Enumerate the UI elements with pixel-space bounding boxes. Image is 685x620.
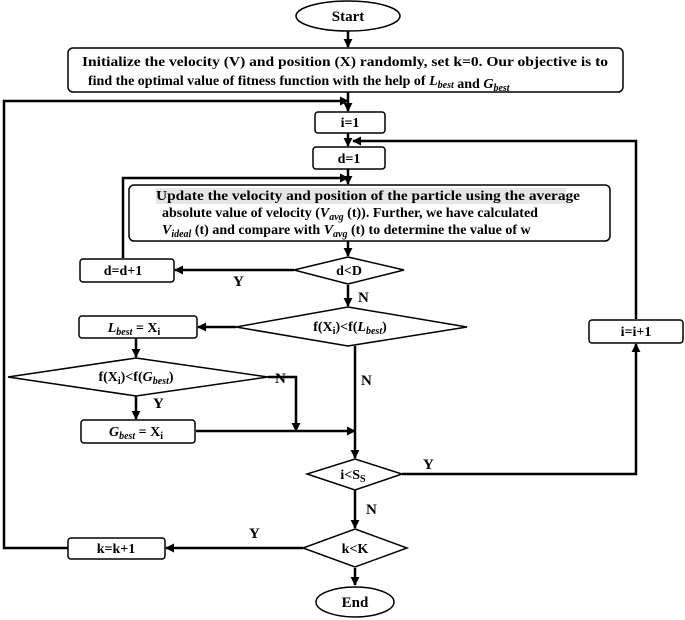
g-cond-node: f(Xi)<f(Gbest) <box>7 357 269 397</box>
init-line2: find the optimal value of fitness functi… <box>88 74 511 94</box>
i-cond-node: i<SS <box>304 458 405 491</box>
label-g-no: N <box>275 371 286 387</box>
label-f-no: N <box>361 373 372 389</box>
i-init-label: i=1 <box>341 116 360 131</box>
gbest-assign-node: Gbest = Xi <box>80 419 196 444</box>
i-inc-label: i=i+1 <box>621 325 652 340</box>
lbest-assign-label: Lbest = Xi <box>107 321 161 338</box>
end-label: End <box>342 595 369 611</box>
d-init-label: d=1 <box>338 152 361 167</box>
k-inc-node: k=k+1 <box>67 537 166 560</box>
edge-dinc-loop <box>121 173 349 258</box>
label-d-yes: Y <box>233 274 244 290</box>
edge-labels: Y N N Y N Y N Y <box>153 274 434 542</box>
i-inc-node: i=i+1 <box>588 319 684 344</box>
update-line3: Videal (t) and compare with Vavg (t) to … <box>162 223 531 240</box>
d-inc-node: d=d+1 <box>79 258 175 283</box>
k-inc-label: k=k+1 <box>97 542 136 557</box>
i-cond-label: i<SS <box>340 468 366 485</box>
update-line2: absolute value of velocity (Vavg (t)). F… <box>162 206 538 223</box>
label-k-yes: Y <box>249 526 260 542</box>
end-node: End <box>315 586 395 618</box>
lbest-assign-node: Lbest = Xi <box>78 315 198 339</box>
edge-kinc-loop <box>2 96 349 550</box>
edges <box>2 31 641 586</box>
gbest-assign-label: Gbest = Xi <box>109 425 163 442</box>
start-node: Start <box>295 0 401 32</box>
update-highlight <box>156 188 566 204</box>
label-d-no: N <box>358 290 369 306</box>
update-node: Update the velocity and position of the … <box>128 184 611 242</box>
d-cond-label: d<D <box>336 264 362 279</box>
update-line1: Update the velocity and position of the … <box>156 189 580 204</box>
init-line1: Initialize the velocity (V) and position… <box>82 55 608 70</box>
g-cond-label: f(Xi)<f(Gbest) <box>98 370 173 387</box>
edge-gcond-no <box>268 375 301 432</box>
d-inc-label: d=d+1 <box>104 264 143 279</box>
f-cond-label: f(Xi)<f(Lbest) <box>313 320 387 337</box>
label-i-no: N <box>366 502 377 518</box>
init-node: Initialize the velocity (V) and position… <box>67 47 624 94</box>
f-cond-node: f(Xi)<f(Lbest) <box>235 306 468 347</box>
start-label: Start <box>332 9 365 25</box>
i-init-node: i=1 <box>314 111 386 134</box>
edge-iinc-loop <box>352 136 638 319</box>
d-init-node: d=1 <box>312 146 386 170</box>
d-cond-node: d<D <box>293 256 405 285</box>
k-cond-node: k<K <box>300 528 410 568</box>
label-g-yes: Y <box>153 396 164 412</box>
label-i-yes: Y <box>423 457 434 473</box>
edge-icond-iinc <box>402 343 641 476</box>
k-cond-label: k<K <box>342 542 369 557</box>
